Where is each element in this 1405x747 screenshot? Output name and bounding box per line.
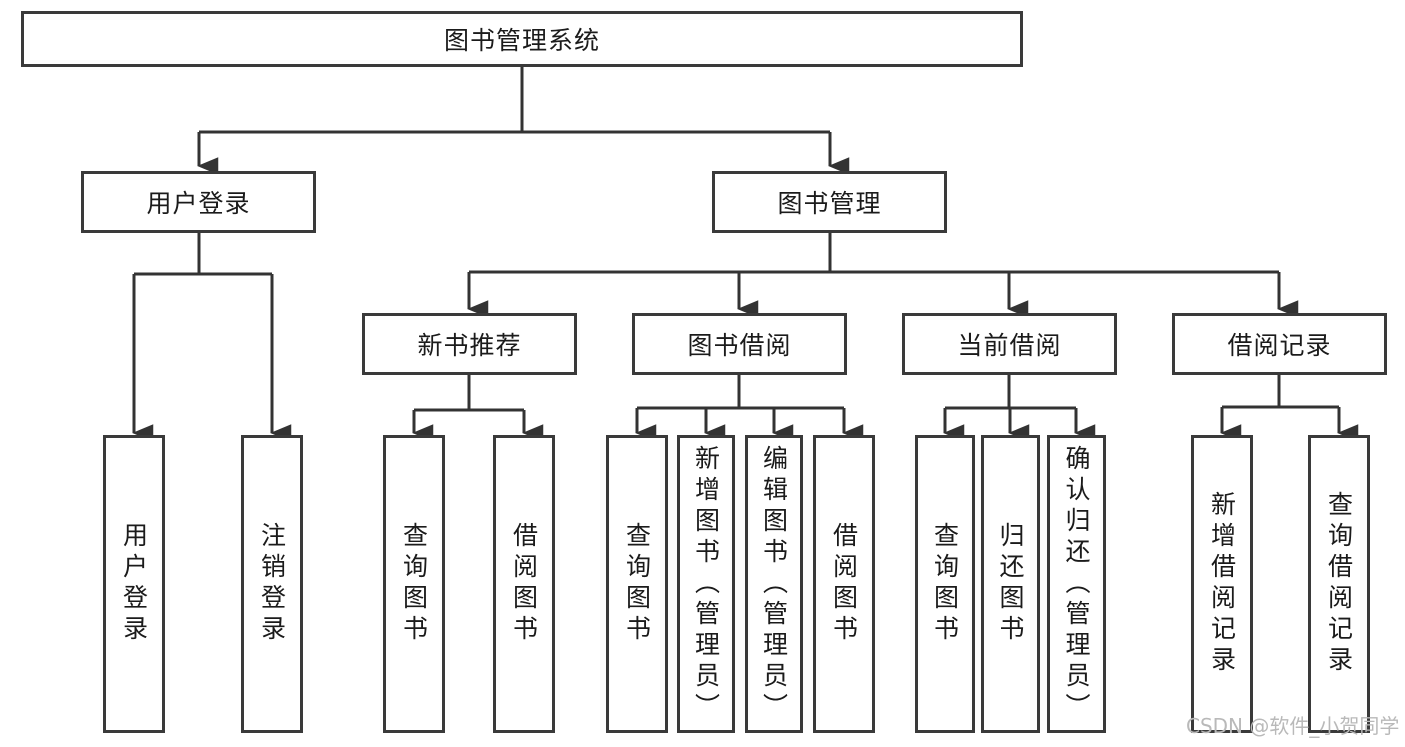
leaf-borrow-book-recommend[interactable]: 借阅图书 bbox=[493, 435, 555, 733]
node-label: 编辑图书（管理员） bbox=[759, 444, 789, 724]
leaf-add-book-admin[interactable]: 新增图书（管理员） bbox=[677, 435, 735, 733]
node-label: 新增图书（管理员） bbox=[691, 444, 721, 724]
leaf-query-book-current[interactable]: 查询图书 bbox=[915, 435, 975, 733]
node-label: 当前借阅 bbox=[957, 331, 1062, 360]
leaf-add-borrow-record[interactable]: 新增借阅记录 bbox=[1191, 435, 1253, 733]
node-label: 新增借阅记录 bbox=[1207, 491, 1237, 677]
node-label: 图书借阅 bbox=[687, 331, 792, 360]
node-book-management[interactable]: 图书管理 bbox=[712, 171, 947, 233]
node-book-borrow[interactable]: 图书借阅 bbox=[632, 313, 847, 375]
leaf-edit-book-admin[interactable]: 编辑图书（管理员） bbox=[745, 435, 803, 733]
node-borrow-record[interactable]: 借阅记录 bbox=[1172, 313, 1387, 375]
leaf-query-borrow-record[interactable]: 查询借阅记录 bbox=[1308, 435, 1370, 733]
leaf-logout[interactable]: 注销登录 bbox=[241, 435, 303, 733]
node-label: 图书管理系统 bbox=[443, 26, 600, 55]
node-label: 借阅图书 bbox=[509, 522, 539, 646]
node-label: 用户登录 bbox=[119, 522, 149, 646]
node-label: 确认归还（管理员） bbox=[1062, 444, 1091, 724]
node-label: 新书推荐 bbox=[417, 331, 522, 360]
leaf-confirm-return-admin[interactable]: 确认归还（管理员） bbox=[1047, 435, 1106, 733]
leaf-borrow-book[interactable]: 借阅图书 bbox=[813, 435, 875, 733]
node-new-book-recommend[interactable]: 新书推荐 bbox=[362, 313, 577, 375]
node-label: 查询图书 bbox=[399, 522, 429, 646]
node-label: 借阅记录 bbox=[1227, 331, 1332, 360]
node-label: 用户登录 bbox=[146, 189, 251, 218]
node-label: 归还图书 bbox=[996, 522, 1025, 646]
node-current-borrow[interactable]: 当前借阅 bbox=[902, 313, 1117, 375]
leaf-return-book[interactable]: 归还图书 bbox=[981, 435, 1040, 733]
leaf-query-book-recommend[interactable]: 查询图书 bbox=[383, 435, 445, 733]
node-label: 注销登录 bbox=[257, 522, 287, 646]
watermark: CSDN @软件_小贺同学 bbox=[1186, 714, 1400, 738]
node-label: 查询借阅记录 bbox=[1324, 491, 1354, 677]
leaf-query-book-borrow[interactable]: 查询图书 bbox=[606, 435, 668, 733]
leaf-user-login[interactable]: 用户登录 bbox=[103, 435, 165, 733]
node-label: 查询图书 bbox=[622, 522, 652, 646]
node-label: 查询图书 bbox=[930, 522, 960, 646]
node-user-login[interactable]: 用户登录 bbox=[81, 171, 316, 233]
node-label: 借阅图书 bbox=[829, 522, 859, 646]
node-root-system[interactable]: 图书管理系统 bbox=[21, 11, 1023, 67]
node-label: 图书管理 bbox=[777, 189, 882, 218]
